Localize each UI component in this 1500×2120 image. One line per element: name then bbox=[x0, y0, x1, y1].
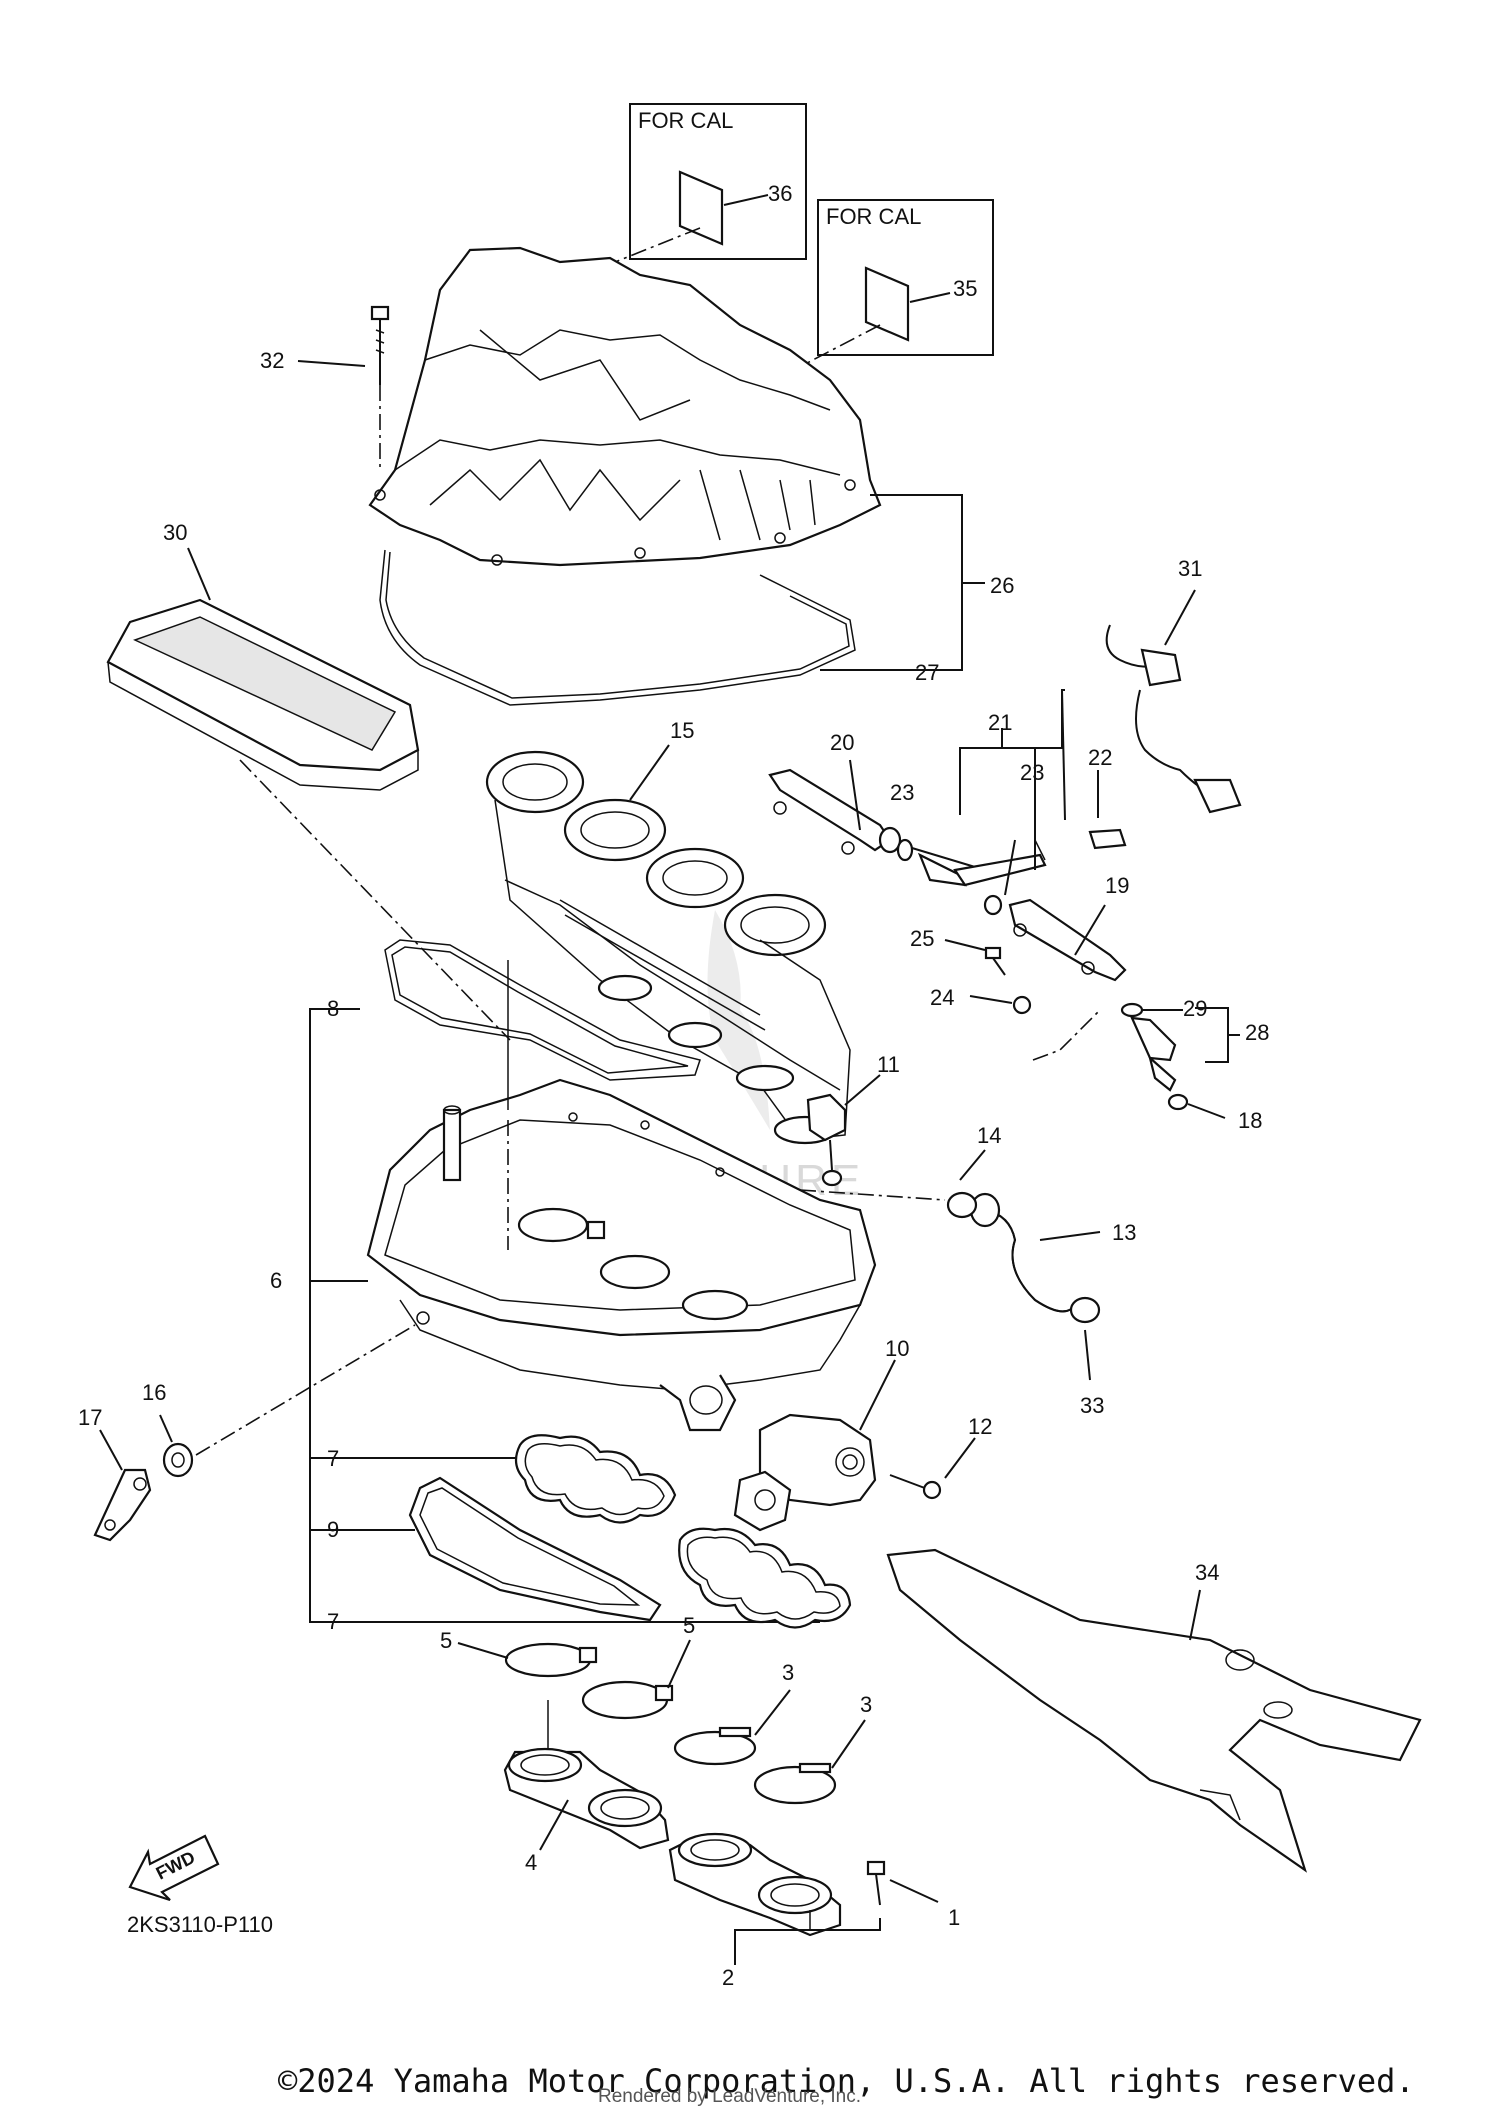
cal-box-35: FOR CAL bbox=[817, 199, 994, 356]
plate-34 bbox=[886, 1548, 1422, 1873]
pipe-22 bbox=[1088, 828, 1127, 850]
label-29: 29 bbox=[1183, 996, 1207, 1021]
label-5b: 5 bbox=[683, 1613, 695, 1638]
label-15: 15 bbox=[670, 718, 694, 743]
label-27: 27 bbox=[915, 660, 939, 685]
fwd-arrow: FWD bbox=[128, 1834, 220, 1902]
sensor-11 bbox=[806, 1074, 881, 1187]
label-30: 30 bbox=[163, 520, 187, 545]
bolt-1 bbox=[866, 1860, 939, 1906]
label-1: 1 bbox=[948, 1905, 960, 1930]
label-13: 13 bbox=[1112, 1220, 1136, 1245]
joint-4 bbox=[503, 1700, 670, 1851]
label-5a: 5 bbox=[440, 1628, 452, 1653]
gasket-8 bbox=[384, 939, 701, 1081]
label-3a: 3 bbox=[782, 1660, 794, 1685]
label-10: 10 bbox=[885, 1336, 909, 1361]
washer-24 bbox=[1012, 995, 1032, 1015]
label-24: 24 bbox=[930, 985, 954, 1010]
diagram-code: 2KS3110-P110 bbox=[127, 1912, 273, 1937]
label-33: 33 bbox=[1080, 1393, 1104, 1418]
label-25: 25 bbox=[910, 926, 934, 951]
label-28: 28 bbox=[1245, 1020, 1269, 1045]
callout-labels: 1 2 3 3 4 5 5 6 7 7 8 9 10 11 12 13 14 1… bbox=[78, 181, 1269, 1990]
hose-13 bbox=[799, 1149, 1101, 1381]
label-8: 8 bbox=[327, 996, 339, 1021]
label-7b: 7 bbox=[327, 1609, 339, 1634]
fuel-rail-20 bbox=[768, 759, 902, 855]
label-23a: 23 bbox=[890, 780, 914, 805]
label-32: 32 bbox=[260, 348, 284, 373]
gasket-27 bbox=[379, 549, 856, 706]
label-21: 21 bbox=[988, 710, 1012, 735]
fuel-rail-19 bbox=[1008, 898, 1127, 1061]
label-18: 18 bbox=[1238, 1108, 1262, 1133]
band-5b bbox=[581, 1639, 691, 1720]
cal-box-36: FOR CAL bbox=[629, 103, 807, 260]
label-23b: 23 bbox=[1020, 760, 1044, 785]
label-3b: 3 bbox=[860, 1692, 872, 1717]
label-19: 19 bbox=[1105, 873, 1129, 898]
bracket-17 bbox=[93, 1429, 152, 1542]
copyright-notice: ©2024 Yamaha Motor Corporation, U.S.A. A… bbox=[278, 2062, 1415, 2100]
label-2: 2 bbox=[722, 1965, 734, 1990]
band-5a bbox=[457, 1642, 598, 1678]
rendered-by-credit: Rendered by LeadVenture, Inc. bbox=[598, 2086, 862, 2107]
label-4: 4 bbox=[525, 1850, 537, 1875]
hose-31 bbox=[1105, 589, 1242, 814]
label-31: 31 bbox=[1178, 556, 1202, 581]
grommet-16 bbox=[159, 1324, 416, 1478]
gasket-7a bbox=[514, 1434, 677, 1524]
label-9: 9 bbox=[327, 1517, 339, 1542]
label-35: 35 bbox=[953, 276, 977, 301]
label-11: 11 bbox=[877, 1052, 900, 1077]
cal-box-title: FOR CAL bbox=[826, 204, 921, 229]
clamp-3b bbox=[753, 1719, 866, 1805]
bolt-25 bbox=[944, 939, 1006, 976]
cal-box-title: FOR CAL bbox=[638, 108, 733, 133]
label-22: 22 bbox=[1088, 745, 1112, 770]
label-26: 26 bbox=[990, 573, 1014, 598]
gasket-7b bbox=[678, 1527, 852, 1629]
label-14: 14 bbox=[977, 1123, 1001, 1148]
screw-12 bbox=[889, 1437, 976, 1500]
clamp-3a bbox=[673, 1689, 791, 1766]
sensor-10 bbox=[733, 1359, 976, 1532]
joint-2 bbox=[668, 1832, 881, 1965]
label-12: 12 bbox=[968, 1414, 992, 1439]
air-filter-30 bbox=[106, 547, 511, 1041]
gasket-9 bbox=[408, 1476, 662, 1622]
bolt-32 bbox=[297, 305, 390, 470]
label-17: 17 bbox=[78, 1405, 102, 1430]
airbox-cover bbox=[368, 246, 882, 567]
throttle-body-15 bbox=[485, 744, 851, 1145]
label-34: 34 bbox=[1195, 1560, 1219, 1585]
label-7a: 7 bbox=[327, 1446, 339, 1471]
airbox-case-6 bbox=[366, 960, 877, 1432]
label-6: 6 bbox=[270, 1268, 282, 1293]
label-20: 20 bbox=[830, 730, 854, 755]
label-36: 36 bbox=[768, 181, 792, 206]
label-16: 16 bbox=[142, 1380, 166, 1405]
o-ring-23 bbox=[896, 838, 914, 862]
injector-28 bbox=[1120, 1002, 1240, 1119]
